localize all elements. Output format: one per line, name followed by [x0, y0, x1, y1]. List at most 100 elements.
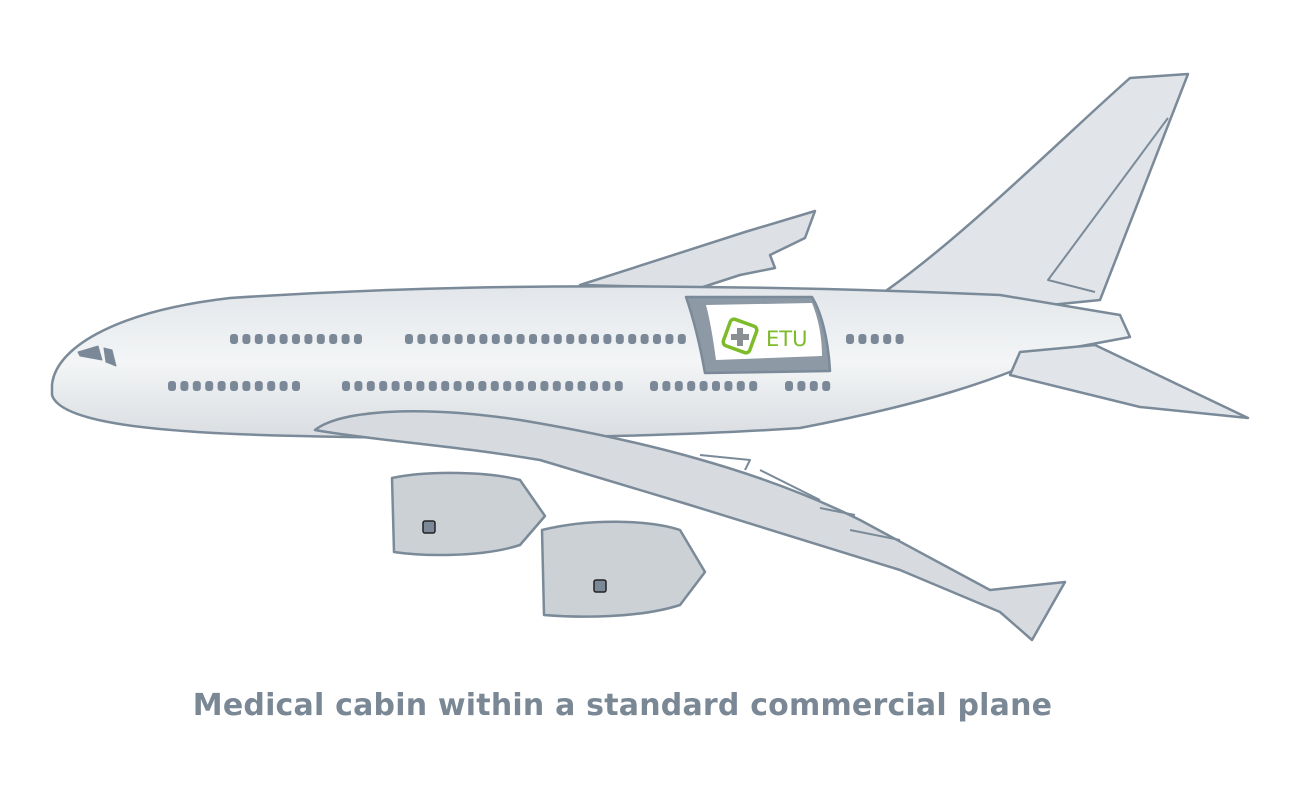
window — [653, 334, 661, 344]
window — [242, 381, 251, 391]
window — [614, 381, 623, 391]
window — [292, 334, 300, 344]
window — [391, 381, 400, 391]
window — [846, 334, 854, 344]
window — [712, 381, 720, 391]
window — [379, 381, 388, 391]
window — [662, 381, 671, 391]
window — [858, 334, 867, 344]
window — [577, 381, 586, 391]
window — [466, 381, 474, 391]
window — [566, 334, 575, 344]
window — [242, 334, 251, 344]
window — [416, 381, 425, 391]
window — [529, 334, 537, 344]
horizontal-stabilizer — [1008, 343, 1250, 420]
window — [590, 381, 598, 391]
window — [254, 334, 263, 344]
window — [602, 381, 611, 391]
etu-logo-text: ETU — [766, 327, 807, 351]
window — [230, 334, 238, 344]
window — [665, 334, 674, 344]
window — [316, 334, 325, 344]
window — [540, 381, 549, 391]
window — [454, 334, 463, 344]
window — [405, 334, 413, 344]
vertical-tail — [878, 72, 1190, 312]
window — [628, 334, 637, 344]
window — [724, 381, 733, 391]
window — [503, 381, 512, 391]
window — [267, 334, 276, 344]
window — [490, 381, 499, 391]
engine-outer — [540, 520, 707, 618]
window — [304, 334, 313, 344]
window — [553, 334, 562, 344]
window — [516, 334, 525, 344]
window — [699, 381, 708, 391]
engine-inner-sensor — [422, 520, 436, 534]
window — [267, 381, 276, 391]
window — [797, 381, 806, 391]
fuselage — [50, 285, 1132, 440]
window — [453, 381, 462, 391]
window — [895, 334, 904, 344]
window — [541, 334, 550, 344]
engine-inner — [390, 471, 547, 557]
window — [603, 334, 612, 344]
window — [168, 381, 176, 391]
window — [677, 334, 686, 344]
window — [515, 381, 524, 391]
window — [591, 334, 599, 344]
engine-outer-sensor — [593, 579, 607, 593]
window — [442, 334, 451, 344]
window — [404, 381, 412, 391]
window — [254, 381, 263, 391]
window — [205, 381, 214, 391]
window — [292, 381, 300, 391]
window — [354, 381, 363, 391]
window — [822, 381, 831, 391]
window — [640, 334, 649, 344]
window — [650, 381, 658, 391]
window — [180, 381, 189, 391]
window — [342, 381, 350, 391]
window — [491, 334, 500, 344]
far-wing — [578, 209, 817, 290]
medical-cabin — [684, 295, 832, 375]
window — [478, 381, 487, 391]
window — [230, 381, 238, 391]
window — [870, 334, 879, 344]
window — [441, 381, 450, 391]
window — [354, 334, 362, 344]
window — [552, 381, 561, 391]
near-wing — [313, 410, 1067, 642]
window — [417, 334, 426, 344]
window — [809, 381, 818, 391]
window — [279, 334, 288, 344]
window — [428, 381, 437, 391]
window — [736, 381, 745, 391]
passenger-windows — [168, 334, 904, 391]
window — [528, 381, 536, 391]
etu-logo: ETU — [721, 317, 807, 355]
window — [578, 334, 587, 344]
medical-cross-icon — [731, 328, 749, 346]
window — [565, 381, 574, 391]
window — [615, 334, 624, 344]
window — [279, 381, 288, 391]
window — [785, 381, 793, 391]
window — [429, 334, 438, 344]
window — [192, 381, 201, 391]
window — [749, 381, 758, 391]
window — [467, 334, 475, 344]
window — [504, 334, 513, 344]
window — [217, 381, 226, 391]
window — [341, 334, 350, 344]
window — [479, 334, 488, 344]
caption: Medical cabin within a standard commerci… — [192, 688, 1053, 723]
window — [674, 381, 683, 391]
cockpit-window — [77, 345, 117, 367]
window — [366, 381, 375, 391]
